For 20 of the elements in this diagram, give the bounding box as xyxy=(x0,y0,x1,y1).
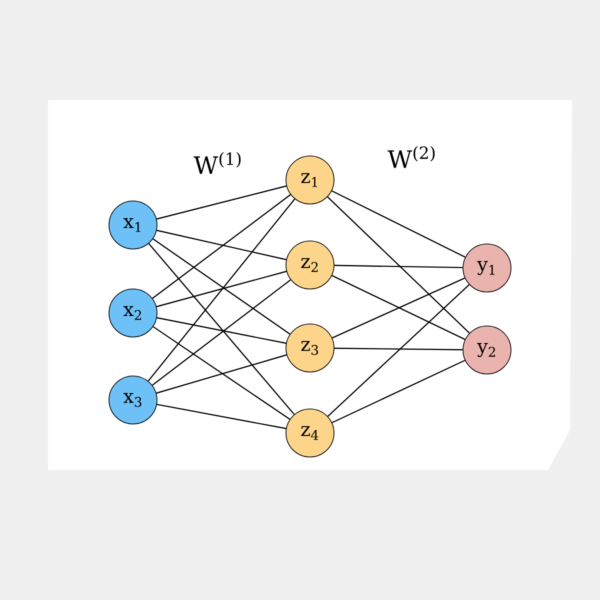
connection-line xyxy=(334,348,463,350)
weight-label: W$^{(1)}$ xyxy=(194,152,241,174)
connection-line xyxy=(148,198,296,382)
connection-line xyxy=(327,284,470,417)
weight-label: W$^{(2)}$ xyxy=(388,146,435,168)
connection-line xyxy=(152,194,291,299)
connection-line xyxy=(152,238,290,335)
connection-line xyxy=(156,317,286,344)
connection-line xyxy=(152,326,290,420)
connection-line xyxy=(332,360,466,424)
connection-line xyxy=(148,243,295,415)
connection-line xyxy=(156,354,287,394)
connection-line xyxy=(152,279,291,386)
connection-line xyxy=(156,185,286,220)
connection-line xyxy=(156,270,287,308)
connection-line xyxy=(332,190,466,258)
connection-line xyxy=(156,404,286,430)
connection-line xyxy=(327,196,470,334)
connection-line xyxy=(334,264,463,268)
connection-line xyxy=(156,230,286,260)
